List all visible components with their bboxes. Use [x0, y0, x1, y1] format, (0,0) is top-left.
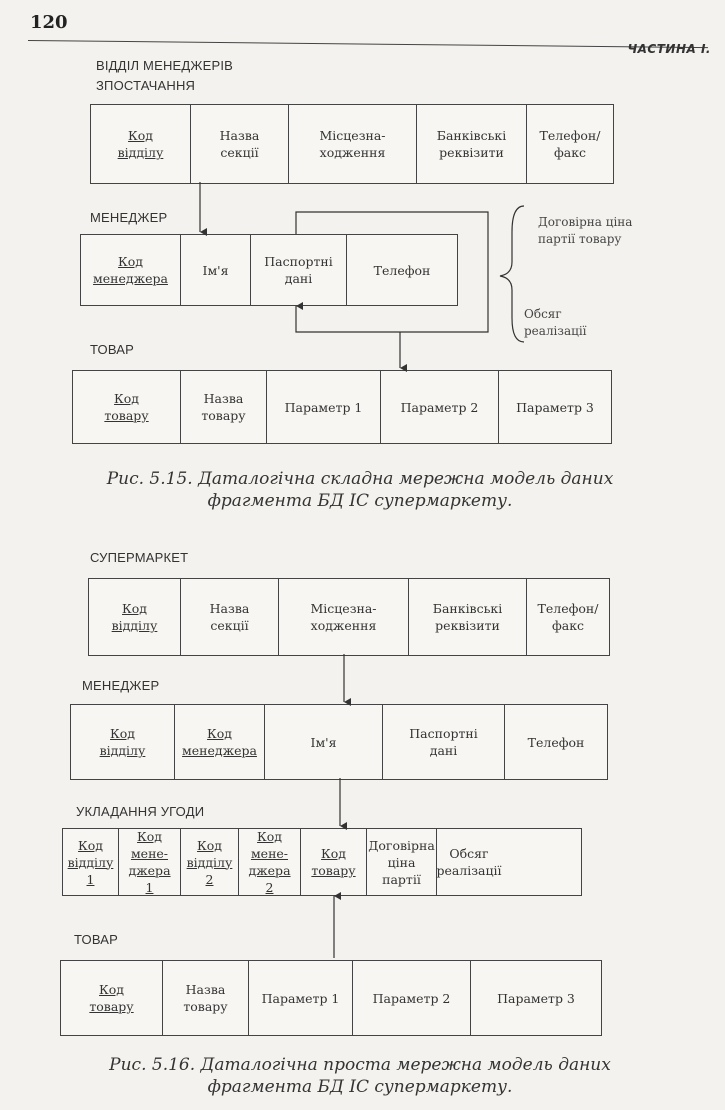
- part-label: ЧАСТИНА I.: [627, 42, 711, 56]
- field-label: Місцезна- ходження: [310, 601, 377, 633]
- record-field: Параметр 2: [381, 371, 499, 443]
- record-product-16: Код товару Назва товару Параметр 1 Параметр…: [60, 960, 602, 1036]
- field-label: Договірна ціна партії: [368, 837, 435, 887]
- field-label: Код відділу 1: [67, 837, 114, 887]
- field-label: Параметр 1: [261, 990, 340, 1006]
- field-label: Код товару: [89, 982, 134, 1014]
- field-label: Телефон/ факс: [539, 128, 601, 160]
- field-label: Назва товару: [183, 982, 228, 1014]
- record-field-key: Код товару: [301, 829, 367, 895]
- record-field: Ім'я: [265, 705, 383, 779]
- field-label: Код менеджера: [182, 726, 257, 758]
- record-field-key: Код мене- джера 1: [119, 829, 181, 895]
- record-field-key: Код менеджера: [81, 235, 181, 305]
- record-field: Місцезна- ходження: [289, 105, 417, 183]
- record-field: Місцезна- ходження: [279, 579, 409, 655]
- record-field-key: Код менеджера: [175, 705, 265, 779]
- field-label: Код менеджера: [93, 254, 168, 286]
- record-field: Банківські реквізити: [409, 579, 527, 655]
- record-field: Договірна ціна партії: [367, 829, 437, 895]
- record-field-key: Код відділу 2: [181, 829, 239, 895]
- brace: [499, 205, 525, 343]
- field-label: Код товару: [104, 391, 149, 423]
- field-label: Код відділу: [117, 128, 164, 160]
- record-field: Назва секції: [191, 105, 289, 183]
- record-field: Телефон/ факс: [527, 579, 609, 655]
- note-contract-price: Договірна ціна партії товару: [538, 215, 633, 246]
- field-label: Код відділу 2: [186, 837, 233, 887]
- field-label: Ім'я: [310, 734, 337, 750]
- record-field-key: Код мене- джера 2: [239, 829, 301, 895]
- field-label: Код мене- джера 1: [128, 829, 171, 895]
- record-field: Параметр 3: [499, 371, 611, 443]
- record-field: Паспортні дані: [251, 235, 347, 305]
- entity-label-manager: МЕНЕДЖЕР: [90, 210, 168, 225]
- record-product: Код товару Назва товару Параметр 1 Параметр…: [72, 370, 612, 444]
- record-field: Параметр 1: [249, 961, 353, 1035]
- record-supermarket: Код відділу Назва секції Місцезна- ходженн…: [88, 578, 610, 656]
- field-label: Параметр 3: [497, 990, 575, 1006]
- field-label: Параметр 1: [284, 399, 363, 415]
- entity-label-supply-dept: ВІДДІЛ МЕНЕДЖЕРІВ ЗПОСТАЧАННЯ: [96, 58, 234, 93]
- record-field: Назва товару: [163, 961, 249, 1035]
- record-field-key: Код товару: [61, 961, 163, 1035]
- record-field-key: Код товару: [73, 371, 181, 443]
- record-manager-16: Код відділу Код менеджера Ім'я Паспортні да…: [70, 704, 608, 780]
- field-label: Телефон: [527, 734, 585, 750]
- field-label: Код мене- джера 2: [248, 829, 291, 895]
- note-sales-volume: Обсяг реалізації: [524, 307, 587, 338]
- field-label: Код відділу: [111, 601, 158, 633]
- record-field: Телефон: [347, 235, 457, 305]
- field-label: Параметр 3: [516, 399, 594, 415]
- figure-caption-5-15: Рис. 5.15. Даталогічна складна мережна м…: [106, 469, 614, 511]
- entity-label-product-16: ТОВАР: [74, 932, 119, 947]
- record-field: Ім'я: [181, 235, 251, 305]
- field-label: Назва секції: [209, 601, 250, 633]
- field-label: Банківські реквізити: [436, 128, 507, 160]
- field-label: Назва секції: [219, 128, 260, 160]
- record-field-key: Код відділу: [71, 705, 175, 779]
- record-field-key: Код відділу: [91, 105, 191, 183]
- record-field: Параметр 2: [353, 961, 471, 1035]
- field-label: Паспортні дані: [264, 254, 333, 286]
- field-label: Паспортні дані: [409, 726, 478, 758]
- record-field: Банківські реквізити: [417, 105, 527, 183]
- record-field: Параметр 3: [471, 961, 601, 1035]
- record-field: Телефон/ факс: [527, 105, 613, 183]
- field-label: Код відділу: [99, 726, 146, 758]
- entity-label-manager-16: МЕНЕДЖЕР: [82, 678, 160, 693]
- record-deal: Код відділу 1 Код мене- джера 1 Код відділ…: [62, 828, 582, 896]
- record-field: Обсяг реалізації: [436, 829, 502, 895]
- field-label: Ім'я: [202, 262, 229, 278]
- record-field: Телефон: [505, 705, 607, 779]
- field-label: Банківські реквізити: [432, 601, 503, 633]
- header-rule: [27, 40, 708, 49]
- record-manager: Код менеджера Ім'я Паспортні дані Телефон: [80, 234, 458, 306]
- entity-label-supermarket: СУПЕРМАРКЕТ: [90, 550, 189, 565]
- record-field: Назва товару: [181, 371, 267, 443]
- figure-caption-5-16: Рис. 5.16. Даталогічна проста мережна мо…: [109, 1055, 611, 1097]
- record-field-key: Код відділу 1: [63, 829, 119, 895]
- field-label: Обсяг реалізації: [436, 846, 502, 878]
- field-label: Параметр 2: [400, 399, 479, 415]
- field-label: Телефон/ факс: [537, 601, 599, 633]
- record-field-key: Код відділу: [89, 579, 181, 655]
- field-label: Код товару: [311, 846, 356, 878]
- record-field: Параметр 1: [267, 371, 381, 443]
- field-label: Місцезна- ходження: [319, 128, 386, 160]
- field-label: Назва товару: [201, 391, 246, 423]
- entity-label-deal: УКЛАДАННЯ УГОДИ: [76, 804, 205, 819]
- record-supply-dept: Код відділу Назва секції Місцезна- ходженн…: [90, 104, 614, 184]
- field-label: Параметр 2: [372, 990, 451, 1006]
- record-field: Паспортні дані: [383, 705, 505, 779]
- page-number: 120: [30, 12, 68, 33]
- record-field: Назва секції: [181, 579, 279, 655]
- field-label: Телефон: [373, 262, 431, 278]
- entity-label-product: ТОВАР: [90, 342, 135, 357]
